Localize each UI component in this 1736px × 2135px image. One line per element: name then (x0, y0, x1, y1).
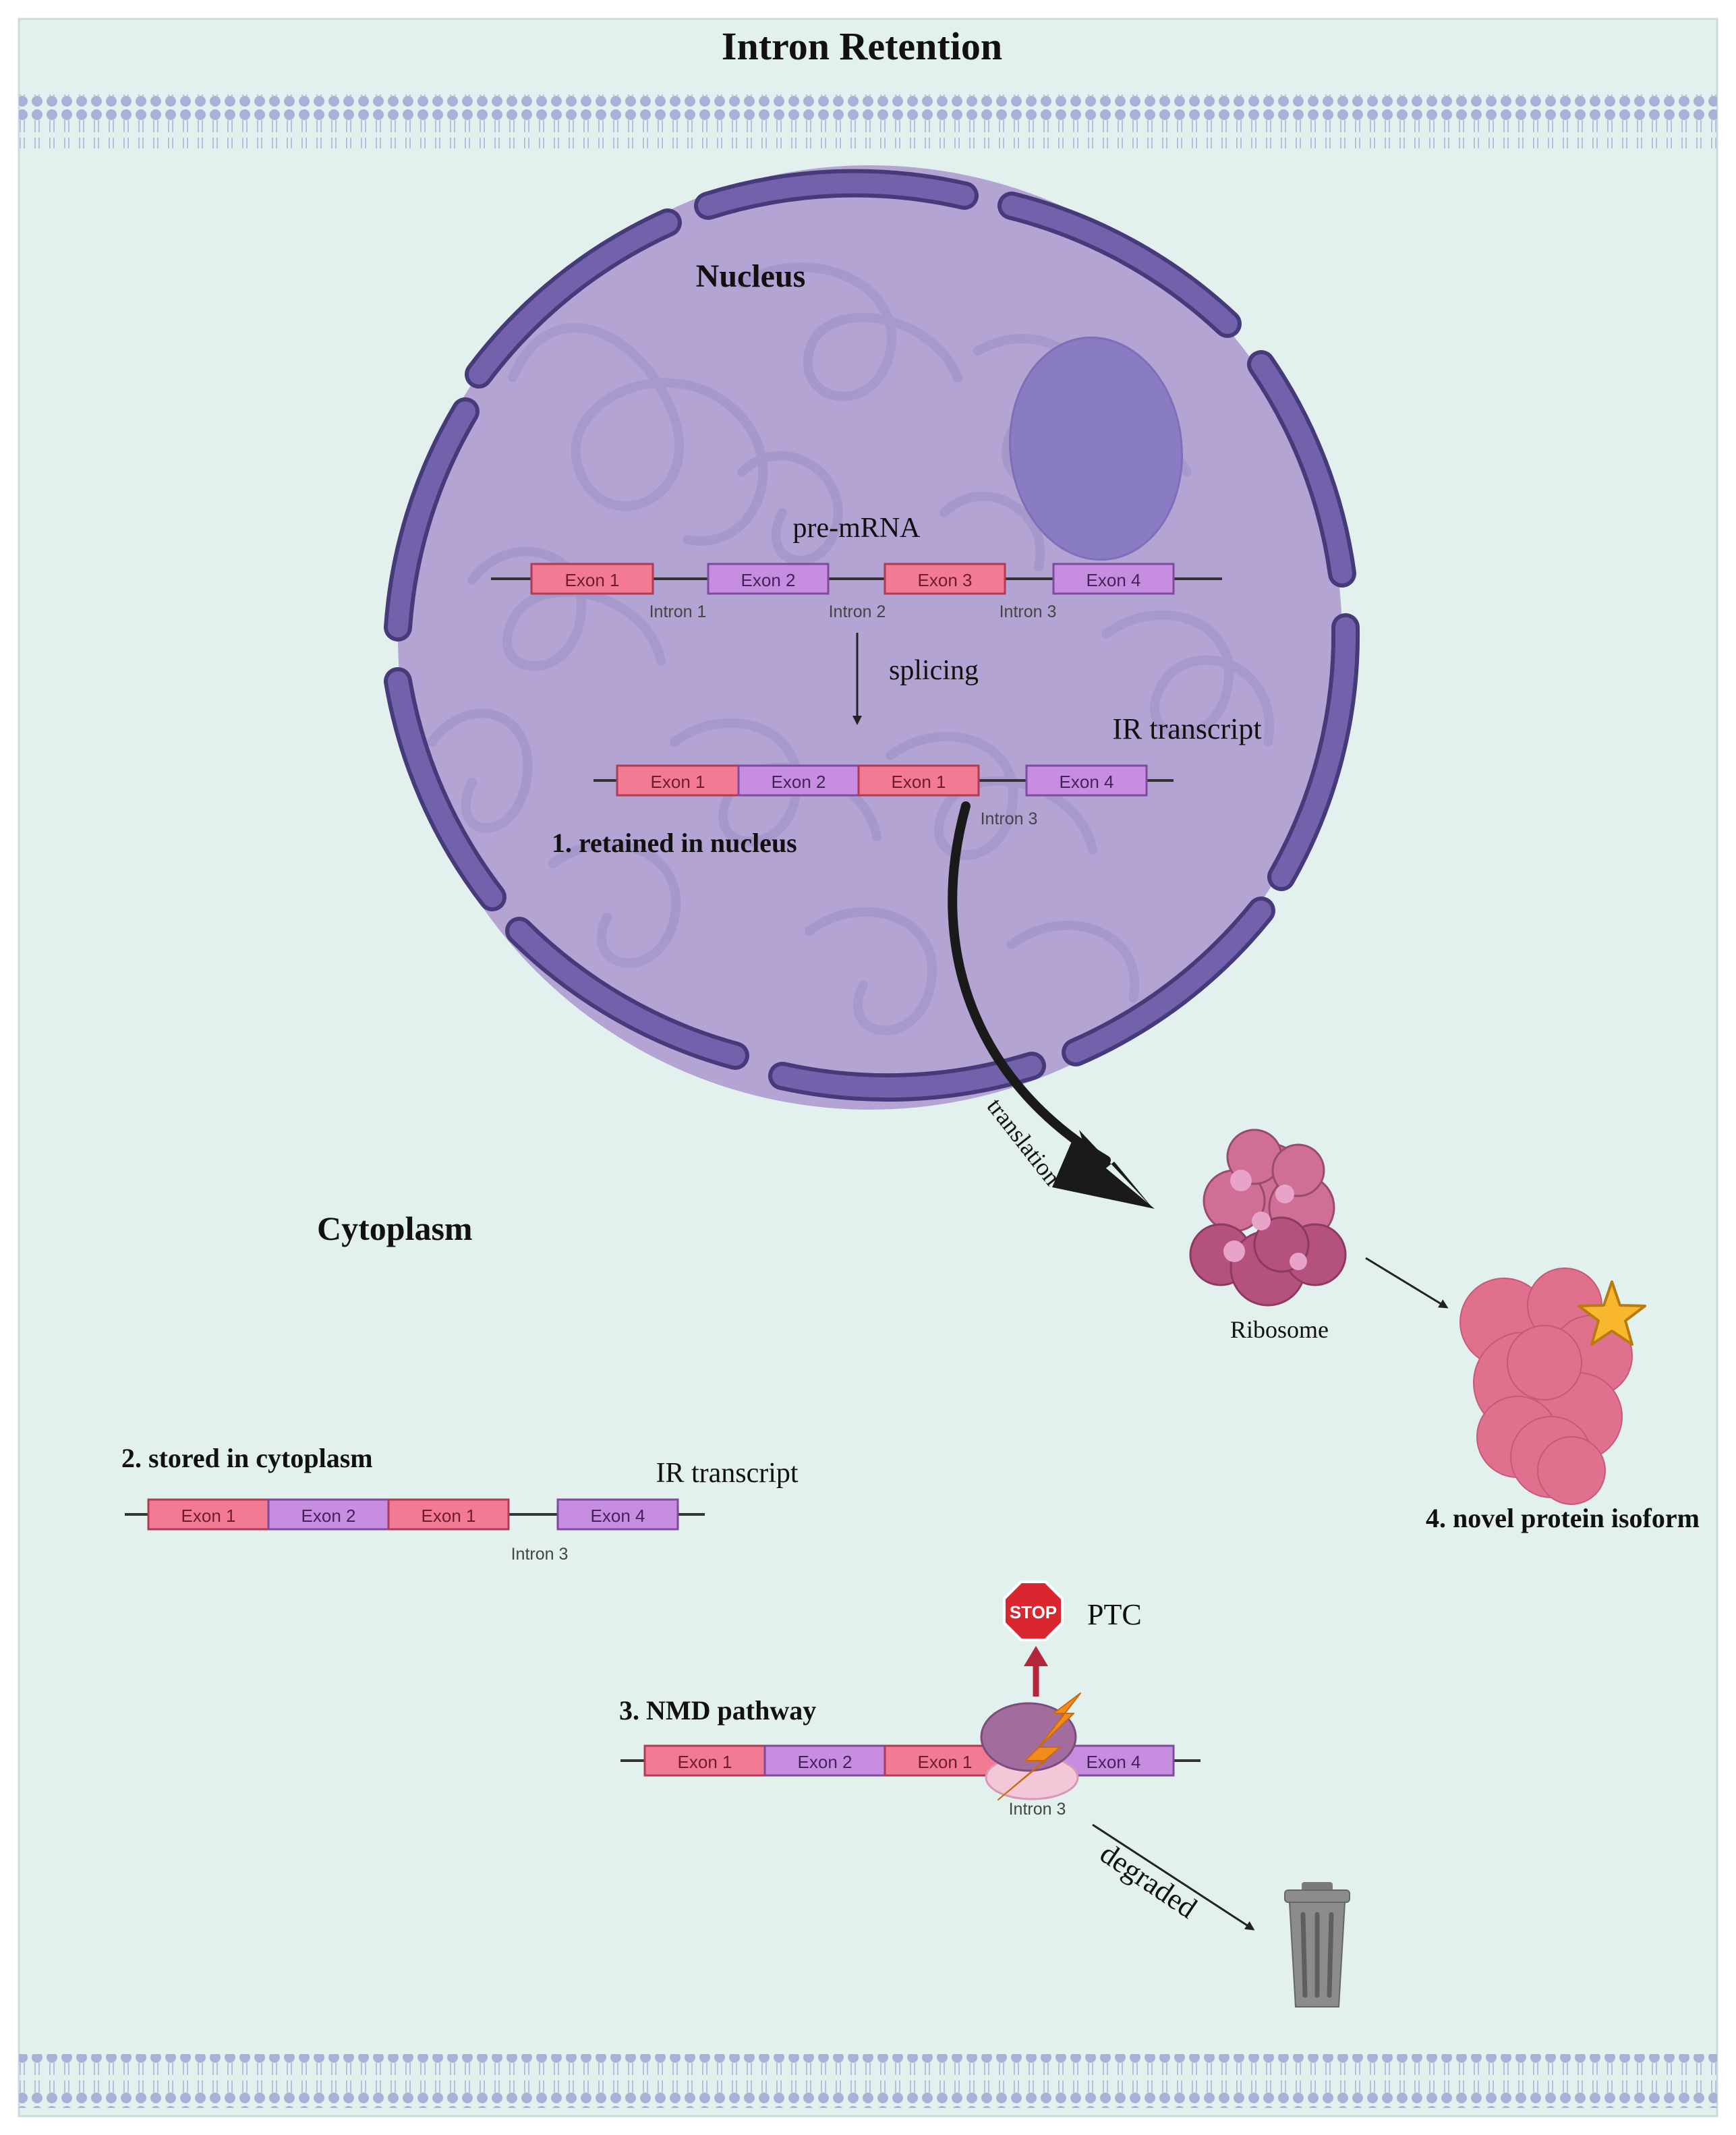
svg-text:Exon 2: Exon 2 (798, 1752, 852, 1772)
ptc-label: PTC (1087, 1598, 1142, 1631)
intron-2-label: Intron 2 (829, 602, 886, 621)
intron-1-label: Intron 1 (649, 602, 707, 621)
splicing-label: splicing (889, 655, 979, 686)
membrane-top (19, 94, 1717, 148)
nuclear-envelope (694, 169, 979, 220)
translation-arrow (948, 801, 1155, 1209)
retained-in-nucleus-label: 1. retained in nucleus (552, 828, 797, 858)
stop-sign-icon: STOP (1003, 1581, 1064, 1641)
nucleolus (1009, 336, 1183, 561)
svg-text:Exon 4: Exon 4 (1087, 570, 1141, 590)
pre-mrna: pre-mRNA Exon 1 Exon 2 Exon 3 Exon 4 Int… (491, 513, 1222, 621)
ir-transcript-label-nucleus: IR transcript (1112, 712, 1261, 745)
novel-protein-label: 4. novel protein isoform (1426, 1503, 1700, 1533)
pre-mrna-exon-1: Exon 1 (530, 563, 654, 595)
nmd-intron-3: Intron 3 (1009, 1800, 1066, 1819)
stored-exon-3: Exon 1 (387, 1498, 510, 1531)
svg-text:Exon 2: Exon 2 (772, 772, 826, 792)
ir-transcript-label-cytoplasm: IR transcript (656, 1458, 798, 1489)
degraded-arrow (1092, 1823, 1255, 1931)
nuclear-envelope-segments (384, 192, 1360, 1102)
ir-nucleus-intron-3: Intron 3 (981, 809, 1038, 828)
svg-text:Exon 1: Exon 1 (181, 1506, 236, 1526)
svg-text:Exon 4: Exon 4 (1087, 1752, 1141, 1772)
nmd-exon-4: Exon 4 (1052, 1744, 1175, 1777)
stored-exon-1: Exon 1 (147, 1498, 270, 1531)
stop-sign-text: STOP (1010, 1602, 1057, 1622)
ir-transcript-nucleus: Exon 1 Exon 2 Exon 1 Exon 4 Intron 3 (594, 764, 1174, 828)
ir-nucleus-exon-4: Exon 4 (1025, 764, 1148, 797)
stored-intron-3: Intron 3 (511, 1545, 569, 1564)
svg-text:Exon 2: Exon 2 (301, 1506, 356, 1526)
stored-in-cytoplasm-label: 2. stored in cytoplasm (121, 1443, 373, 1473)
trash-can-icon (1284, 1882, 1350, 2008)
nmd-exon-1: Exon 1 (643, 1744, 766, 1777)
nmd-exon-2: Exon 2 (763, 1744, 886, 1777)
lightning-bolt-icon (997, 1692, 1081, 1800)
intron-3-label: Intron 3 (1000, 602, 1057, 621)
membrane-bottom (19, 2054, 1717, 2108)
mutation-star-icon (1578, 1280, 1646, 1346)
ptc-up-arrow (1024, 1646, 1048, 1697)
nmd-pathway-label: 3. NMD pathway (619, 1695, 816, 1726)
svg-text:Exon 1: Exon 1 (892, 772, 946, 792)
ir-transcript-stored: Exon 1 Exon 2 Exon 1 Exon 4 Intron 3 (125, 1498, 705, 1564)
svg-text:Exon 3: Exon 3 (918, 570, 973, 590)
pre-mrna-exon-4: Exon 4 (1052, 563, 1175, 595)
ir-nucleus-exon-1: Exon 1 (616, 764, 740, 797)
svg-text:Exon 4: Exon 4 (591, 1506, 645, 1526)
svg-text:Exon 2: Exon 2 (741, 570, 796, 590)
stored-exon-2: Exon 2 (267, 1498, 390, 1531)
ribosome-label: Ribosome (1230, 1316, 1329, 1343)
svg-text:Exon 1: Exon 1 (678, 1752, 732, 1772)
svg-text:Exon 1: Exon 1 (565, 570, 620, 590)
chromatin (427, 262, 1274, 1035)
ir-nucleus-exon-3: Exon 1 (857, 764, 980, 797)
svg-text:Exon 1: Exon 1 (918, 1752, 973, 1772)
svg-text:Exon 1: Exon 1 (651, 772, 705, 792)
nucleus (384, 165, 1360, 1110)
ribosome-icon (1189, 1129, 1347, 1307)
nucleus-label: Nucleus (696, 258, 806, 294)
svg-text:Exon 1: Exon 1 (422, 1506, 476, 1526)
svg-text:Exon 4: Exon 4 (1060, 772, 1114, 792)
diagram-title: Intron Retention (722, 24, 1002, 68)
pre-mrna-exon-2: Exon 2 (707, 563, 830, 595)
ir-nucleus-exon-2: Exon 2 (737, 764, 860, 797)
novel-protein-icon (1459, 1268, 1633, 1505)
cytoplasm-label: Cytoplasm (317, 1209, 473, 1247)
ribosome-to-protein-arrow (1365, 1257, 1449, 1309)
stored-exon-4: Exon 4 (556, 1498, 679, 1531)
pre-mrna-label: pre-mRNA (793, 513, 921, 544)
pre-mrna-exon-3: Exon 3 (884, 563, 1006, 595)
